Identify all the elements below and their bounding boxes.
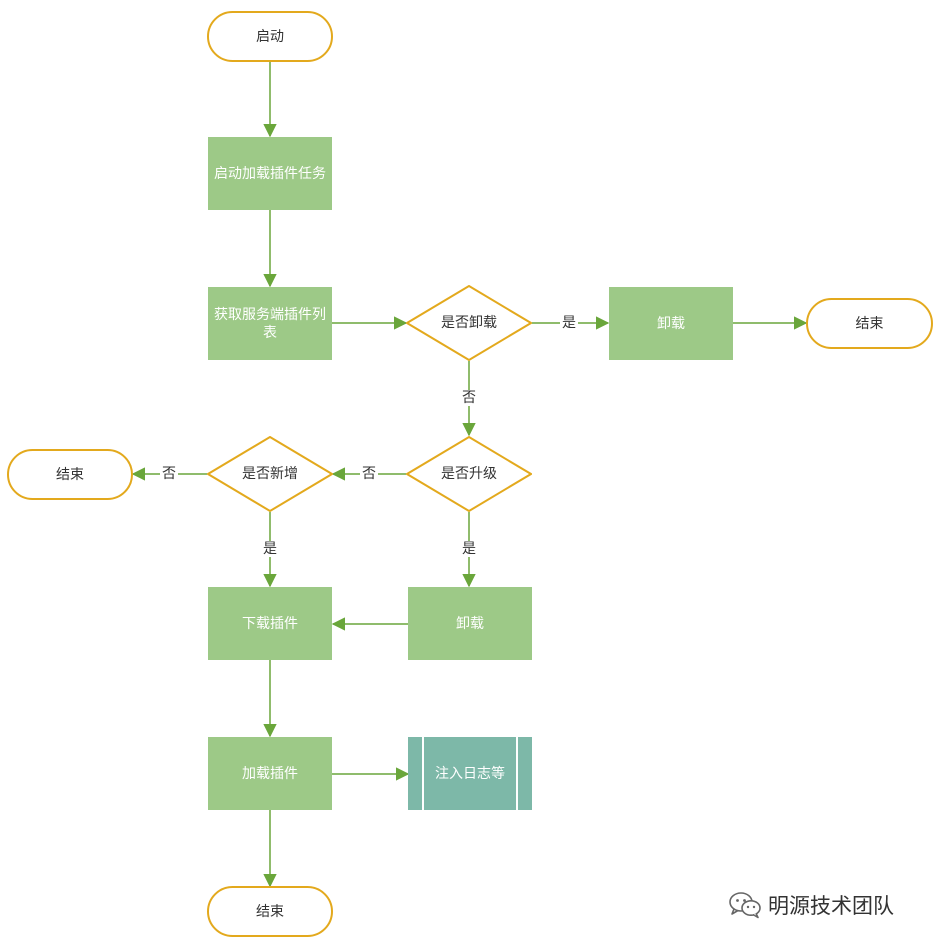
is-new-label: 是否新增: [242, 466, 298, 482]
fetch-list-box: 获取服务端插件列表: [208, 287, 332, 360]
end-bottom-label: 结束: [256, 903, 284, 920]
uninstall-top-label: 卸载: [657, 315, 685, 332]
end-node-left: 结束: [7, 449, 133, 500]
load-label: 加载插件: [242, 765, 298, 782]
is-uninstall-label: 是否卸载: [441, 315, 497, 331]
download-box: 下载插件: [208, 587, 332, 660]
watermark: 明源技术团队: [728, 890, 894, 920]
inject-log-box: 注入日志等: [408, 737, 532, 810]
label-uninstall-yes: 是: [560, 315, 578, 331]
is-upgrade-label: 是否升级: [441, 466, 497, 482]
is-upgrade-decision: 是否升级: [406, 436, 532, 512]
start-task-label: 启动加载插件任务: [214, 165, 326, 182]
fetch-list-label: 获取服务端插件列表: [214, 306, 326, 341]
end-node-bottom: 结束: [207, 886, 333, 937]
start-node: 启动: [207, 11, 333, 62]
start-label: 启动: [256, 28, 284, 45]
inject-log-label: 注入日志等: [435, 765, 505, 782]
end-right-label: 结束: [855, 315, 884, 332]
label-new-no: 否: [160, 466, 178, 482]
is-uninstall-decision: 是否卸载: [406, 285, 532, 361]
start-task-box: 启动加载插件任务: [208, 137, 332, 210]
uninstall-box-mid: 卸载: [408, 587, 532, 660]
label-upgrade-no: 否: [360, 466, 378, 482]
label-uninstall-no: 否: [460, 390, 478, 406]
wechat-icon: [729, 892, 761, 919]
subprocess-bar-right: [516, 737, 518, 810]
diamond-shape: [406, 436, 532, 512]
uninstall-box-top: 卸载: [609, 287, 733, 360]
uninstall-mid-label: 卸载: [456, 615, 484, 632]
label-upgrade-yes: 是: [460, 541, 478, 557]
end-left-label: 结束: [56, 466, 84, 483]
diamond-shape: [207, 436, 333, 512]
diamond-shape: [406, 285, 532, 361]
end-node-right: 结束: [806, 298, 933, 349]
watermark-text: 明源技术团队: [768, 894, 894, 918]
label-new-yes: 是: [261, 541, 279, 557]
load-box: 加载插件: [208, 737, 332, 810]
download-label: 下载插件: [242, 615, 298, 632]
subprocess-bar-left: [422, 737, 424, 810]
is-new-decision: 是否新增: [207, 436, 333, 512]
